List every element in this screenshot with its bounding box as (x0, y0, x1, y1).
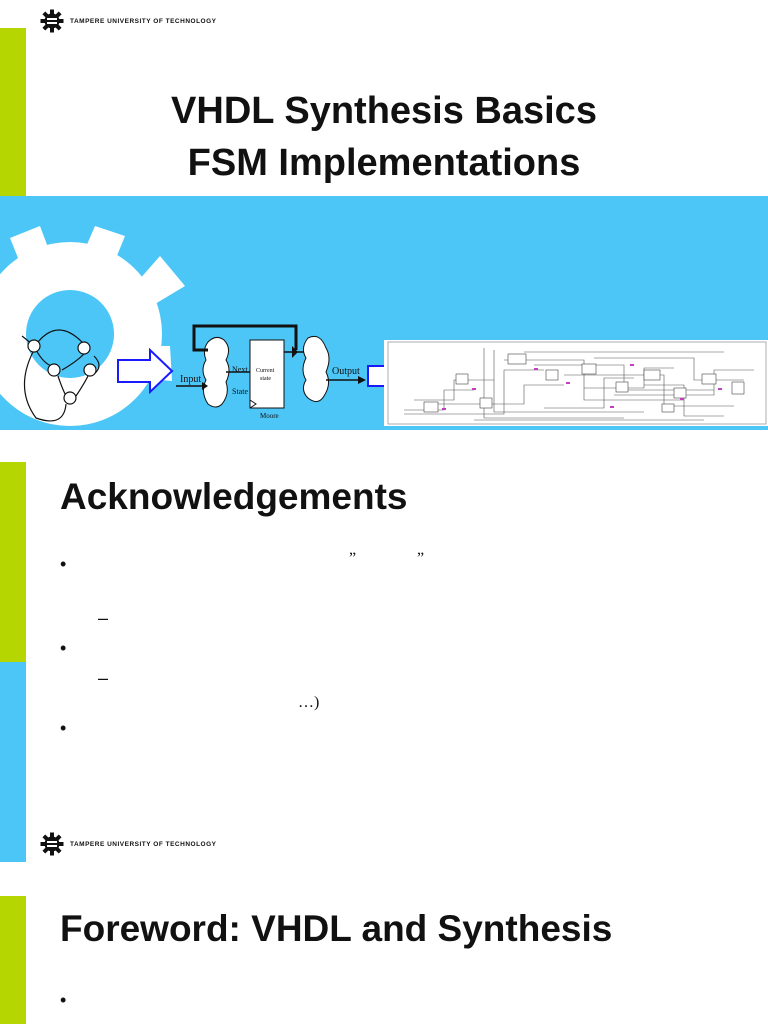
slide-title-line-1: VHDL Synthesis Basics (171, 90, 597, 132)
dash-1: – (98, 608, 109, 628)
bullet-1: • (60, 554, 67, 574)
current-state-label: state (260, 376, 271, 382)
state-label: State (232, 387, 248, 396)
university-name: TAMPERE UNIVERSITY OF TECHNOLOGY (70, 840, 217, 848)
netlist-schematic (384, 340, 768, 426)
bullet-1: • (60, 990, 67, 1010)
title-slide: TAMPERE UNIVERSITY OF TECHNOLOGY VHDL Sy… (0, 0, 768, 430)
block-arrow-right-icon (117, 348, 174, 394)
next-state-logic-cloud-icon (202, 336, 230, 408)
ellipsis-fragment: …) (298, 694, 320, 711)
bullet-2: • (60, 638, 67, 658)
bullet-3: • (60, 718, 67, 738)
output-label: Output (332, 366, 360, 377)
quote-close: ” (417, 550, 425, 567)
next-label: Next (232, 365, 248, 374)
slide-heading: Foreword: VHDL and Synthesis (60, 908, 613, 949)
slide-gap (0, 430, 768, 462)
cogwheel-logo-icon (40, 9, 64, 33)
dash-2: – (98, 668, 109, 688)
moore-label: Moore (260, 412, 279, 420)
state-diagram (21, 329, 100, 422)
output-logic-cloud-icon (302, 335, 330, 402)
green-accent-bar (0, 896, 26, 1024)
current-label: Current (256, 368, 275, 374)
slide-title-line-2: FSM Implementations (187, 142, 581, 184)
university-logo: TAMPERE UNIVERSITY OF TECHNOLOGY (40, 832, 217, 856)
green-accent-bar (0, 28, 26, 196)
input-label: Input (180, 374, 201, 385)
slide-heading: Acknowledgements (60, 476, 408, 517)
green-accent-bar (0, 462, 26, 662)
university-name: TAMPERE UNIVERSITY OF TECHNOLOGY (70, 17, 217, 25)
quote-open: ” (349, 550, 357, 567)
acknowledgements-slide: Acknowledgements • ” ” – • – …) • TAMPER… (0, 462, 768, 862)
fsm-block-diagram: Input Next State Current state Moore Out… (176, 324, 366, 420)
university-logo: TAMPERE UNIVERSITY OF TECHNOLOGY (40, 9, 217, 33)
cyan-accent-bar (0, 662, 26, 862)
foreword-slide: Foreword: VHDL and Synthesis • (0, 862, 768, 1024)
cogwheel-logo-icon (40, 832, 64, 856)
